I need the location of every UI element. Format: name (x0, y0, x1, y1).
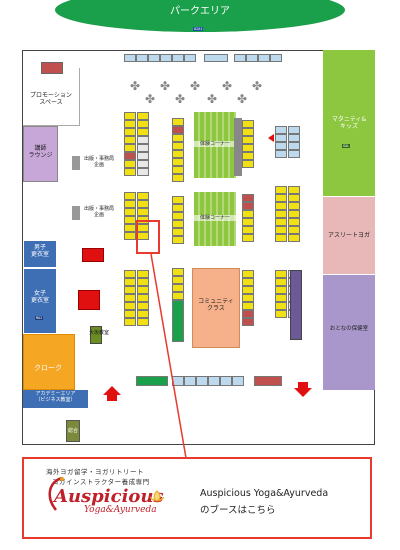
promotion-space (23, 68, 80, 126)
booth-col-e (172, 196, 185, 244)
community-class (192, 268, 240, 348)
cross-marker: ✤ (190, 79, 201, 93)
booth-col-i (242, 270, 255, 350)
lecturer-lounge-label: 講師 ラウンジ (28, 145, 53, 160)
cross-marker: ✤ (160, 79, 171, 93)
maternity-tag: GAL (342, 144, 351, 148)
exit-arrow-down-stem (298, 382, 308, 388)
cross-marker: ✤ (222, 79, 233, 93)
adult-health-label: おとなの保健室 (329, 326, 369, 332)
booth-col-h (242, 194, 255, 250)
womens-locker-label: 女子 更衣室 (30, 290, 49, 305)
osaka-label: 大坂教室 (88, 330, 109, 336)
publisher-block-2 (72, 206, 80, 220)
logo-swirl-icon (42, 474, 66, 514)
entry-arrow-up (103, 386, 121, 395)
booth-col-b (124, 192, 151, 248)
cloak-room-label: クローク (34, 364, 62, 372)
logo-lotus-icon (148, 488, 166, 502)
cloak-room (23, 334, 75, 390)
booth-col-c (124, 270, 151, 326)
info-booth-label: 総合 (67, 428, 78, 434)
logo-tagline-1: 海外ヨガ留学・ヨガリトリート (46, 468, 144, 476)
publisher-label-1: 出版・事務局 企画 (83, 156, 114, 168)
cross-marker: ✤ (130, 79, 141, 93)
promotion-swatch (41, 62, 63, 74)
athlete-yoga-zone (323, 196, 375, 274)
booth-col-k (275, 186, 301, 250)
exit-arrow-down (294, 388, 312, 397)
booth-col-g (242, 120, 255, 184)
green-booth-small (90, 326, 102, 344)
callout-text-line-2: のブースはこちら (200, 505, 276, 516)
red-booth-b (78, 290, 100, 310)
highlight-booth-box[interactable] (136, 220, 160, 254)
callout-text-line-1: Auspicious Yoga&Ayurveda (200, 488, 329, 499)
promotion-space-label: プロモーション スペース (30, 92, 72, 107)
park-area-code: 02A1 (193, 27, 204, 31)
bottom-booth-row (136, 376, 284, 386)
publisher-block-1 (72, 156, 80, 170)
maternity-kids-zone (323, 50, 375, 196)
entry-arrow-up-stem (107, 395, 117, 401)
booth-col-j (275, 126, 301, 166)
purple-booth-strip (290, 270, 302, 340)
red-booth-a (82, 248, 104, 262)
maternity-kids-label: マタニティ& キッズ (331, 116, 367, 131)
seminar-corner-1-label: 体験コーナー (194, 141, 236, 147)
mens-locker-label: 男子 更衣室 (30, 244, 49, 259)
park-area-title: パークエリア (170, 6, 230, 17)
cross-marker: ✤ (237, 92, 248, 106)
athlete-yoga-label: アスリートヨガ (327, 232, 370, 239)
logo-main-text: Auspicious (54, 486, 164, 507)
top-booth-row (124, 54, 288, 63)
vertical-corner-strip (234, 118, 242, 176)
mens-locker-room (23, 240, 57, 268)
academy-area-label: アカデミーエリア （ビジネス教室） (35, 391, 76, 403)
lecturer-lounge (23, 126, 58, 182)
cross-marker: ✤ (207, 92, 218, 106)
adult-health-room (323, 274, 375, 390)
academy-area (23, 390, 88, 408)
booth-col-a (124, 112, 151, 176)
community-class-label: コミュニティ クラス (198, 298, 234, 313)
arrow-left-marker (268, 134, 274, 142)
womens-locker-tag: MA2 (35, 316, 44, 320)
booth-col-f (172, 268, 185, 348)
info-booth (66, 420, 80, 442)
seminar-corner-2-label: 体験コーナー (194, 215, 236, 221)
cross-marker: ✤ (175, 92, 186, 106)
cross-marker: ✤ (252, 79, 263, 93)
logo-sub-text: Yoga&Ayurveda (84, 505, 157, 515)
booth-col-d (172, 118, 185, 182)
publisher-label-2: 出版・事務局 企画 (83, 206, 114, 218)
callout-box[interactable] (22, 457, 372, 539)
cross-marker: ✤ (145, 92, 156, 106)
womens-locker-room (23, 268, 57, 334)
logo-tagline-2: ヨガインストラクター養成専門 (52, 478, 150, 486)
